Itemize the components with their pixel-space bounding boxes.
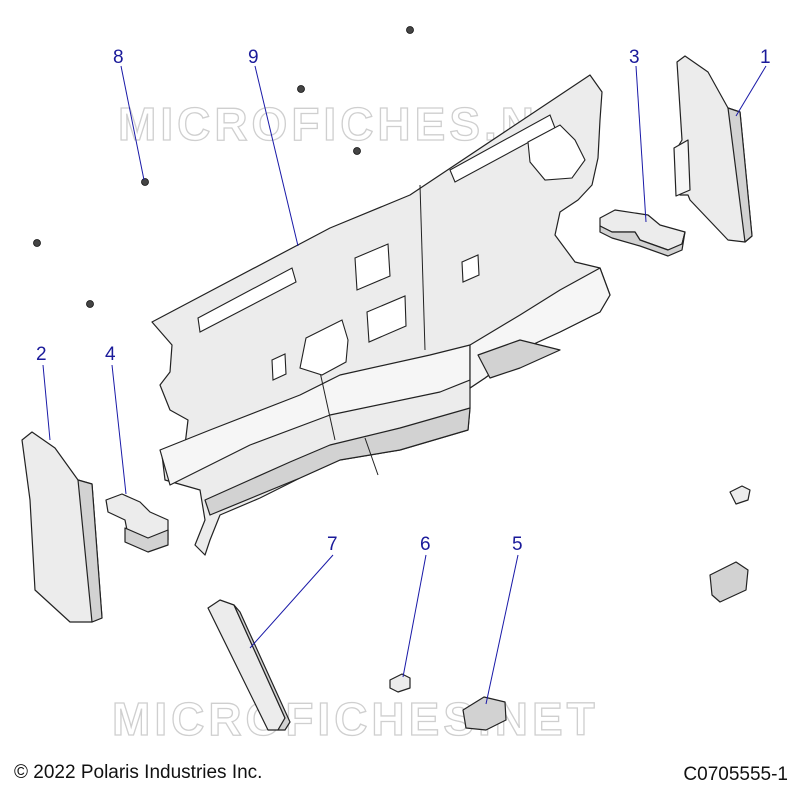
screw-icon (353, 147, 361, 155)
figure-id: C0705555-1 (683, 764, 788, 785)
screw-icon (406, 26, 414, 34)
part-2-left-side-panel (21, 431, 103, 623)
part-3-foam-block (599, 209, 686, 257)
callout-5: 5 (512, 534, 523, 555)
screw-icon (297, 85, 305, 93)
part-5-pad (462, 696, 507, 731)
leader-2 (42, 364, 51, 441)
callout-7: 7 (327, 534, 338, 555)
screw-icon (86, 300, 94, 308)
loose-clip (729, 485, 751, 505)
part-6-clip (389, 673, 411, 693)
leader-1 (735, 65, 767, 117)
copyright-text: © 2022 Polaris Industries Inc. (14, 762, 263, 783)
callout-2: 2 (36, 344, 47, 365)
callout-3: 3 (629, 47, 640, 68)
callout-9: 9 (248, 47, 259, 68)
leader-3 (635, 65, 647, 223)
part-7-seal-strip (207, 599, 291, 731)
leader-7 (249, 554, 334, 649)
leader-6 (402, 554, 427, 678)
callout-1: 1 (760, 47, 771, 68)
part-4-foam-block (105, 493, 169, 553)
part-8-screws (33, 26, 414, 308)
part-9-bulkhead-panel (151, 74, 611, 556)
callout-6: 6 (420, 534, 431, 555)
part-1-right-side-panel (673, 55, 753, 243)
callout-8: 8 (113, 47, 124, 68)
screw-icon (141, 178, 149, 186)
leader-9 (254, 65, 299, 247)
leader-5 (485, 554, 519, 705)
callout-4: 4 (105, 344, 116, 365)
screw-icon (33, 239, 41, 247)
watermark-bottom: MICROFICHES.NET (112, 693, 599, 745)
leader-8 (120, 65, 145, 181)
loose-pad (709, 561, 749, 603)
leader-4 (111, 364, 127, 495)
